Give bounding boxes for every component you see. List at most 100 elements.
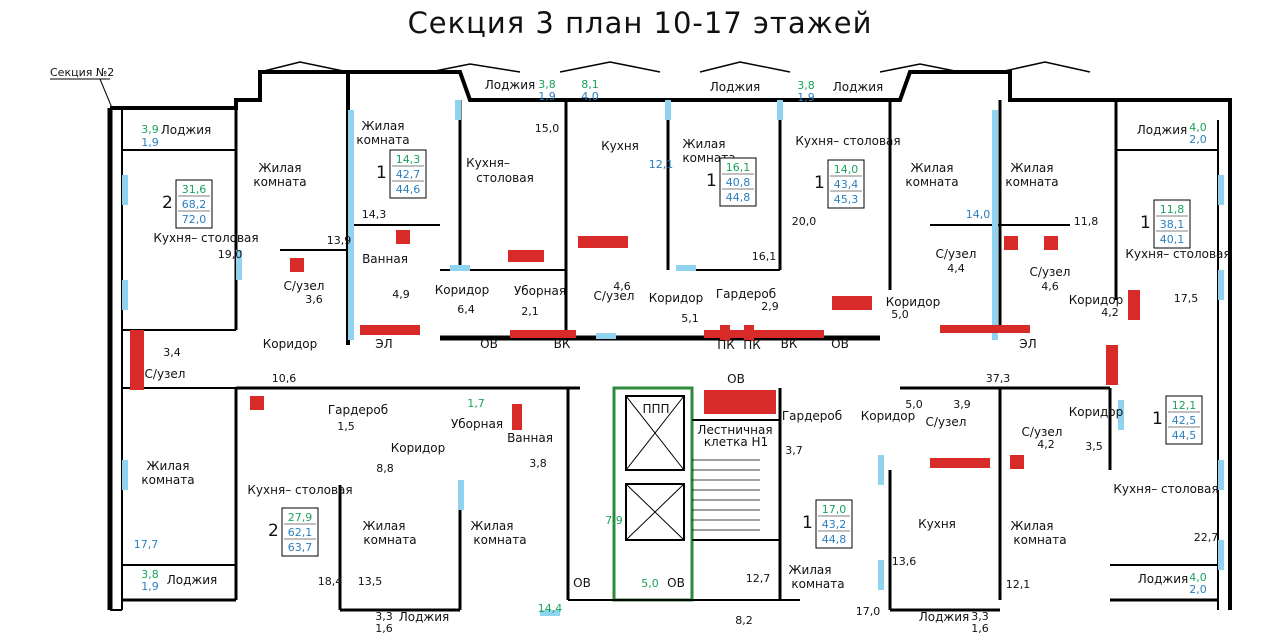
green-area-label: 5,0: [641, 577, 659, 590]
blue-area-label: 2,0: [1189, 133, 1207, 146]
area-label: 8,2: [735, 614, 753, 627]
room-label: Жилая: [911, 161, 954, 175]
room-label: Уборная: [451, 417, 503, 431]
apartment-area-c: 45,3: [834, 193, 859, 206]
fixtures: [130, 230, 1140, 469]
apartment-area-a: 12,1: [1172, 399, 1197, 412]
apartment-room-count: 1: [1152, 409, 1163, 429]
apartment-area-b: 38,1: [1160, 218, 1185, 231]
room-label: Лоджия: [485, 78, 536, 92]
blue-area-label: 1,9: [141, 136, 159, 149]
apartment-room-count: 1: [802, 513, 813, 533]
area-label: 18,4: [318, 575, 343, 588]
apartment-area-a: 14,3: [396, 153, 421, 166]
area-label: 17,0: [856, 605, 881, 618]
room-label: Гардероб: [782, 409, 842, 423]
apartment-area-box: [389, 149, 427, 199]
area-label: 15,0: [535, 122, 560, 135]
room-label: Кухня– столовая: [153, 231, 258, 245]
room-label: С/узел: [936, 247, 977, 261]
room-label: комната: [253, 175, 306, 189]
apartment-area-b: 42,5: [1172, 414, 1197, 427]
section-reference: Секция №2: [50, 66, 114, 109]
room-label: ОВ: [573, 576, 591, 590]
area-label: 5,1: [681, 312, 699, 325]
room-label: Кухня–: [466, 156, 510, 170]
blue-area-label: 17,7: [134, 538, 159, 551]
area-label: 5,0: [905, 398, 923, 411]
room-label: Жилая: [789, 563, 832, 577]
room-label: Лоджия: [167, 573, 218, 587]
area-label: 1,5: [337, 420, 355, 433]
room-label: С/узел: [594, 289, 635, 303]
room-label: ВК: [554, 337, 571, 351]
room-label: ОВ: [831, 337, 849, 351]
apartment-area-c: 44,6: [396, 183, 421, 196]
apartment-area-b: 42,7: [396, 168, 421, 181]
area-label: 8,8: [376, 462, 394, 475]
area-label: 13,9: [327, 234, 352, 247]
apartment-badge: 231,668,272,0: [162, 179, 213, 229]
room-label: Жилая: [147, 459, 190, 473]
area-label: 14,3: [362, 208, 387, 221]
area-label: 11,8: [1074, 215, 1099, 228]
apartment-area-a: 17,0: [822, 503, 847, 516]
apartment-area-c: 63,7: [288, 541, 313, 554]
apartment-area-a: 27,9: [288, 511, 313, 524]
area-label: 2,1: [521, 305, 539, 318]
apartment-badge: 1 14,3 42,7 44,6: [376, 149, 427, 199]
room-label: ПК: [743, 338, 761, 352]
apartment-badge: 112,142,544,5: [1152, 395, 1203, 445]
room-label: Лоджия: [1137, 123, 1188, 137]
room-label: Кухня: [918, 517, 956, 531]
room-label: клетка Н1: [704, 435, 768, 449]
apartment-area-a: 31,6: [182, 183, 207, 196]
room-label: Коридор: [391, 441, 446, 455]
room-label: Гардероб: [328, 403, 388, 417]
apartment-room-count: 1: [1140, 213, 1151, 233]
blue-area-label: 2,0: [1189, 583, 1207, 596]
room-label: Кухня: [601, 139, 639, 153]
room-label: С/узел: [1030, 265, 1071, 279]
apartment-area-b: 43,4: [834, 178, 859, 191]
apartment-area-a: 11,8: [1160, 203, 1185, 216]
apartment-area-a: 16,1: [726, 161, 751, 174]
room-label: С/узел: [284, 279, 325, 293]
area-label: 3,9: [953, 398, 971, 411]
room-label: комната: [1005, 175, 1058, 189]
room-label: Коридор: [886, 295, 941, 309]
blue-area-label: 1,9: [538, 90, 556, 103]
room-label: Лоджия: [919, 610, 970, 624]
area-label: 4,9: [392, 288, 410, 301]
room-label: ОВ: [727, 372, 745, 386]
area-label: 3,5: [1085, 440, 1103, 453]
room-label: Ванная: [507, 431, 553, 445]
section-ref-label: Секция №2: [50, 66, 114, 79]
area-label: 13,5: [358, 575, 383, 588]
area-label: 12,1: [1006, 578, 1031, 591]
apartment-room-count: 1: [376, 163, 387, 183]
area-label: 3,7: [785, 444, 803, 457]
apartment-area-b: 68,2: [182, 198, 207, 211]
room-label: комната: [905, 175, 958, 189]
apartment-area-box: [827, 159, 865, 209]
apartment-room-count: 2: [268, 521, 279, 541]
room-label: ОВ: [667, 576, 685, 590]
area-label: 6,4: [457, 303, 475, 316]
room-label: комната: [791, 577, 844, 591]
area-label: 20,0: [792, 215, 817, 228]
room-label: Жилая: [259, 161, 302, 175]
apartment-area-c: 72,0: [182, 213, 207, 226]
room-label: столовая: [476, 171, 534, 185]
area-label: 4,2: [1037, 438, 1055, 451]
area-label: 1,6: [971, 622, 989, 633]
room-label: Кухня– столовая: [247, 483, 352, 497]
apartment-badge: 114,043,445,3: [814, 159, 865, 209]
room-label: комната: [356, 133, 409, 147]
apartment-badge: 111,838,140,1: [1140, 199, 1191, 249]
